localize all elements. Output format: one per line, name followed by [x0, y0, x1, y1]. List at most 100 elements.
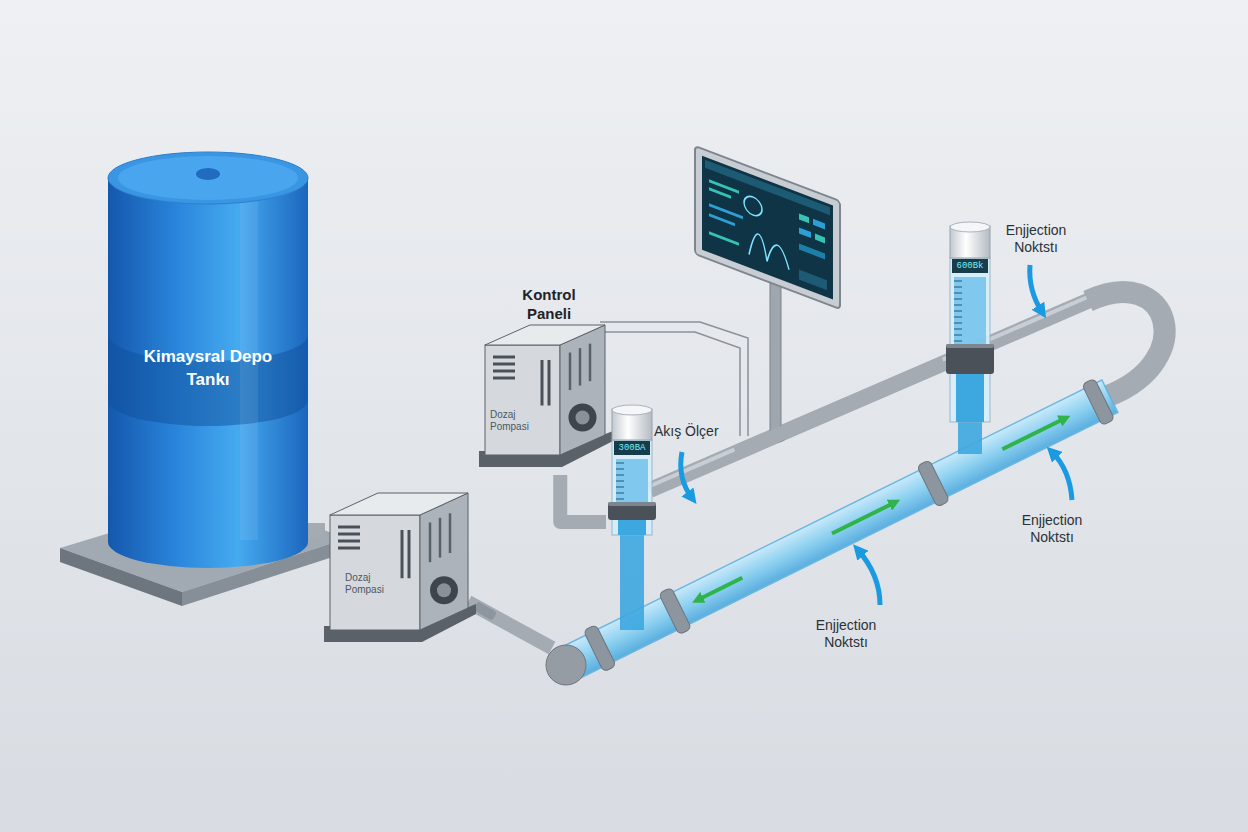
vent-slot: [338, 540, 360, 543]
callout-label: Enjjection Noktstı: [1006, 512, 1098, 546]
return-pipe: [650, 292, 1165, 490]
side-ridge: [449, 513, 452, 553]
pipe-connector: [560, 475, 606, 522]
screen-cell: [813, 219, 825, 230]
flow-meter: Akış Ölçer 300BA: [606, 405, 736, 535]
meter-display-bg: [614, 441, 650, 455]
meter-glass: [612, 440, 652, 535]
pump-outlet-pipe: [468, 601, 552, 648]
screen-cell: [815, 234, 825, 244]
screen-bar: [709, 187, 731, 198]
meter-liquid: [954, 277, 986, 344]
tank-label: Kimaysral Depo Tankı: [138, 345, 278, 391]
side-ridge: [569, 353, 572, 391]
meter-display-bg: [952, 259, 988, 273]
screen-cell: [799, 214, 809, 224]
panel-heading: Kontrol Paneli: [499, 285, 599, 323]
vent-slot: [338, 533, 360, 536]
meter-collar: [946, 344, 994, 374]
scale-tick: [954, 323, 962, 324]
pipe-flange: [583, 625, 616, 672]
flow-arrow: [1002, 418, 1065, 449]
scale-tick: [616, 481, 624, 482]
side-ridge: [429, 522, 432, 562]
side-ridge: [579, 348, 582, 386]
scale-tick: [954, 335, 962, 336]
gray-pipe: [468, 602, 552, 648]
cap-top: [612, 405, 652, 415]
front-ridge: [541, 360, 544, 406]
fluid-column: [958, 420, 982, 454]
pump-label: Dozaj Pompasi: [345, 572, 393, 596]
pipe-flange: [473, 601, 497, 621]
pump-top: [485, 325, 605, 345]
screen-gauge: [744, 194, 762, 219]
callout-arrow: [1052, 452, 1072, 500]
callout-arrows: [681, 265, 1072, 605]
pipe-flange: [659, 587, 692, 634]
monitor-frame: [695, 146, 840, 309]
meter-collar: [608, 502, 656, 520]
pump-front: [330, 515, 420, 630]
scale-tick: [616, 469, 624, 470]
vent-slot: [493, 377, 515, 380]
main-pipe: [562, 376, 1120, 683]
collar-rim: [946, 344, 994, 348]
scale-tick: [954, 311, 962, 312]
pipe-flange: [917, 460, 950, 507]
meter-heading: Akış Ölçer: [654, 423, 736, 440]
flow-arrow: [698, 578, 743, 600]
cap-top: [950, 222, 990, 232]
pump-front: [485, 345, 560, 455]
scale-tick: [954, 299, 962, 300]
tank-body: [108, 178, 308, 568]
callout-arrow: [1030, 265, 1042, 312]
monitor-post: [770, 280, 781, 438]
pump-motor: [569, 404, 597, 432]
pump-motor-hub: [576, 411, 590, 425]
vent-slot: [493, 363, 515, 366]
scale-tick: [954, 341, 962, 342]
gray-pipe: [650, 300, 1090, 490]
side-ridge: [439, 518, 442, 558]
pipe-elbow: [546, 645, 586, 685]
vent-slot: [493, 370, 515, 373]
monitor: [695, 146, 840, 443]
storage-tank: Kimaysral Depo Tankı: [108, 150, 308, 570]
callout-arrow: [681, 452, 692, 498]
meter-fluid: [618, 520, 646, 535]
scale-tick: [616, 487, 624, 488]
flow-meter: 600Bk: [944, 222, 1004, 422]
screen-bar: [705, 160, 830, 216]
fluid-column: [620, 530, 644, 630]
front-ridge: [548, 360, 551, 406]
scale-tick: [954, 281, 962, 282]
blue-pipe: [564, 380, 1118, 678]
tank-top: [108, 152, 308, 204]
scale-tick: [616, 493, 624, 494]
collar-rim: [608, 502, 656, 506]
vent-slot: [338, 547, 360, 550]
scale-tick: [616, 463, 624, 464]
callout-label: Enjjection Noktstı: [800, 617, 892, 651]
meter-liquid: [616, 459, 648, 502]
side-ridge: [589, 344, 592, 382]
vent-slot: [338, 526, 360, 529]
flow-meter-shape: [944, 222, 1004, 422]
pump-top: [330, 493, 468, 515]
screen-cell: [799, 270, 827, 291]
pump-label: Dozaj Pompasi: [490, 409, 538, 433]
screen: [702, 156, 833, 300]
callout-arrow: [858, 550, 880, 605]
meter-fluid: [956, 374, 984, 422]
pump-side: [560, 325, 605, 455]
front-ridge: [408, 530, 411, 578]
meter-display: 300BA: [614, 441, 650, 455]
vent-slot: [493, 356, 515, 359]
screen-bar: [709, 231, 739, 245]
screen-curve: [749, 231, 789, 270]
